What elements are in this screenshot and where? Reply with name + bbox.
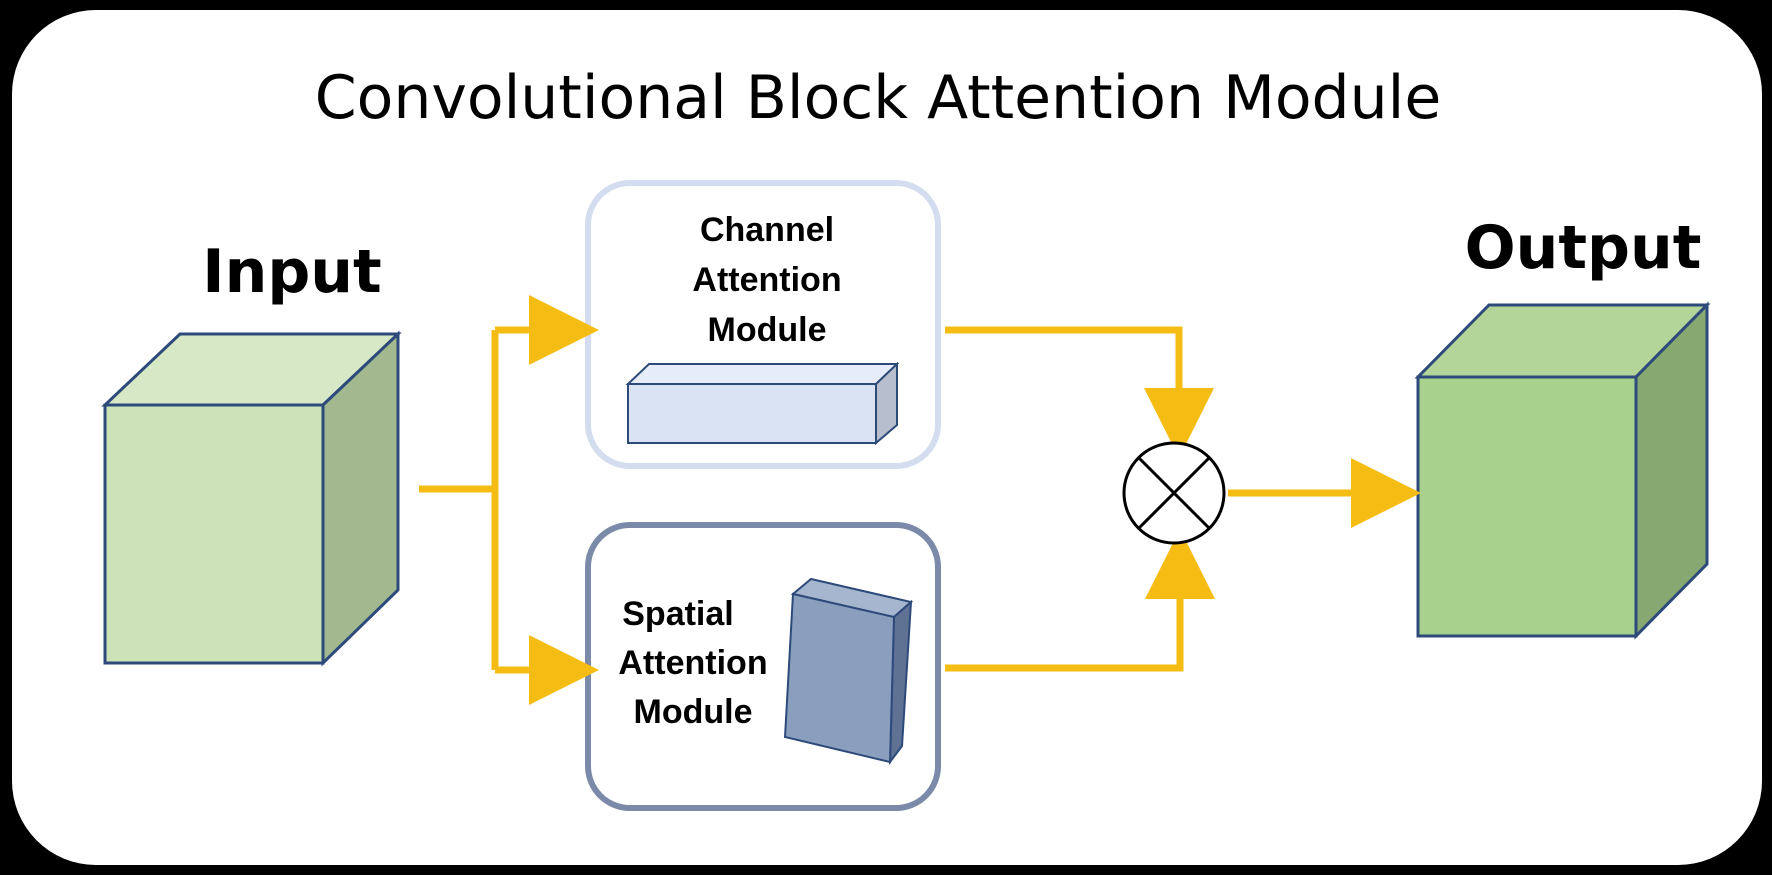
arrow-channel-to-multiply xyxy=(945,326,1214,458)
multiply-circle-icon xyxy=(1122,441,1226,545)
channel-label-line-3: Module xyxy=(708,311,827,349)
spatial-feature-slab xyxy=(783,577,914,766)
spatial-label-line-3: Module xyxy=(634,693,753,731)
connectors xyxy=(419,295,1421,705)
spatial-label-line-1: Spatial xyxy=(622,595,733,633)
spatial-label-line-2: Attention xyxy=(618,644,767,682)
channel-label-line-2: Attention xyxy=(692,261,841,299)
channel-label-line-1: Channel xyxy=(700,211,834,249)
diagram-title: Convolutional Block Attention Module xyxy=(315,63,1442,133)
arrow-spatial-to-multiply xyxy=(945,529,1215,672)
input-label: Input xyxy=(202,237,381,307)
input-cube xyxy=(101,330,402,667)
output-label: Output xyxy=(1465,213,1702,283)
channel-feature-bar xyxy=(625,361,900,446)
output-cube xyxy=(1414,301,1711,640)
